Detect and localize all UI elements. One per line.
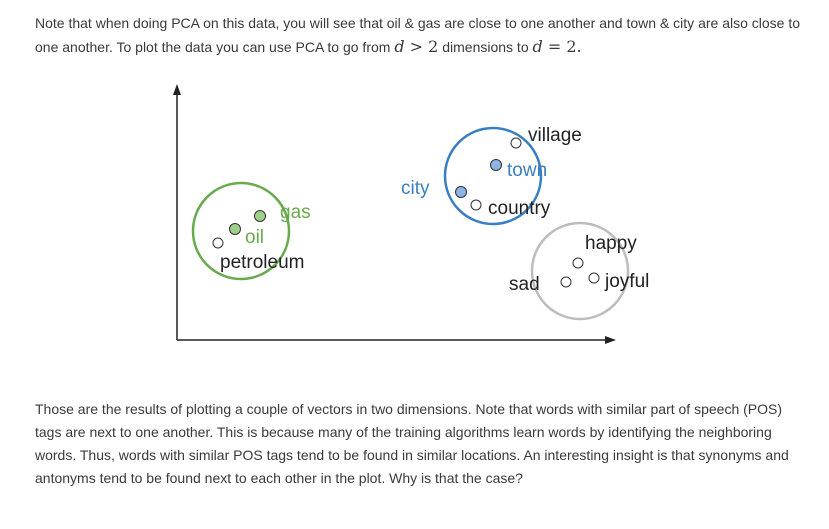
math-d-variable: d bbox=[394, 37, 405, 56]
point-gas bbox=[254, 210, 266, 222]
label-gas: gas bbox=[280, 202, 311, 223]
intro-paragraph: Note that when doing PCA on this data, y… bbox=[35, 12, 805, 59]
intro-text-start: Note that when doing PCA on this data, y… bbox=[35, 15, 801, 55]
label-joyful: joyful bbox=[604, 271, 649, 292]
point-country bbox=[470, 199, 482, 211]
label-oil: oil bbox=[245, 227, 264, 248]
x-axis-arrowhead bbox=[605, 336, 616, 344]
label-petroleum: petroleum bbox=[220, 252, 305, 273]
cluster-circle-energy bbox=[191, 181, 291, 281]
point-petroleum bbox=[212, 237, 224, 249]
point-city bbox=[455, 186, 467, 198]
cluster-circle-settlement bbox=[443, 126, 543, 226]
intro-text-middle: dimensions to bbox=[438, 39, 533, 55]
math-greater-than-two: > 2 bbox=[404, 37, 439, 56]
label-sad: sad bbox=[509, 274, 540, 295]
point-village bbox=[510, 137, 522, 149]
point-town bbox=[490, 159, 502, 171]
label-city: city bbox=[401, 178, 430, 199]
math-equals-two: = 2. bbox=[542, 37, 582, 56]
y-axis-arrowhead bbox=[173, 84, 181, 95]
label-village: village bbox=[528, 125, 582, 146]
label-happy: happy bbox=[585, 233, 637, 254]
label-country: country bbox=[488, 198, 551, 219]
point-joyful bbox=[588, 272, 600, 284]
plot-axes bbox=[173, 84, 616, 344]
point-oil bbox=[229, 223, 241, 235]
point-sad bbox=[560, 276, 572, 288]
label-town: town bbox=[507, 160, 547, 181]
cluster-circle-emotion bbox=[530, 221, 630, 321]
math-d-variable-2: d bbox=[532, 37, 543, 56]
outro-paragraph: Those are the results of plotting a coup… bbox=[35, 401, 789, 486]
point-happy bbox=[572, 257, 584, 269]
